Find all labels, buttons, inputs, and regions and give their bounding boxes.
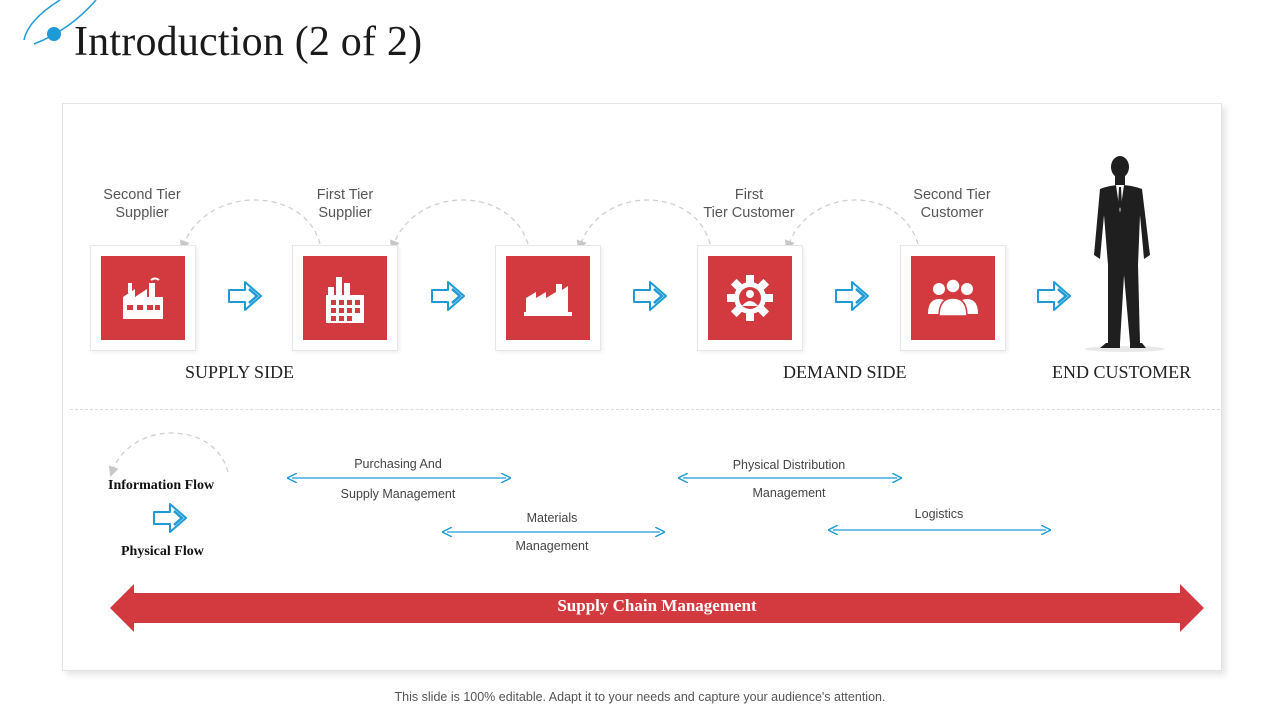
stage-second-tier-supplier — [90, 245, 196, 351]
flow-purchasing-line1: Purchasing And — [354, 457, 442, 471]
stage-tile — [506, 256, 590, 340]
legend-physical-flow: Physical Flow — [121, 544, 204, 559]
footer-note: This slide is 100% editable. Adapt it to… — [394, 690, 886, 704]
label-first-tier-supplier: First Tier Supplier — [316, 187, 374, 221]
stage-tile — [303, 256, 387, 340]
businessman-icon — [1085, 156, 1165, 352]
diagram-panel — [62, 103, 1222, 671]
arrow-right-icon — [633, 281, 667, 311]
demand-side-label: DEMAND SIDE — [783, 362, 907, 382]
factory-icon — [123, 277, 163, 319]
flow-logistics: Logistics — [914, 507, 964, 521]
arrow-right-icon — [153, 503, 187, 533]
end-customer-label: END CUSTOMER — [1052, 362, 1192, 382]
industry-icon — [524, 284, 572, 316]
stage-manufacturer — [495, 245, 601, 351]
stage-tile — [101, 256, 185, 340]
label-second-tier-supplier: Second Tier Supplier — [103, 187, 181, 221]
arrow-right-icon — [835, 281, 869, 311]
stage-first-tier-customer — [697, 245, 803, 351]
flow-materials-line1: Materials — [526, 511, 578, 525]
stage-second-tier-customer — [900, 245, 1006, 351]
stage-tile — [708, 256, 792, 340]
flow-distribution-line2: Management — [752, 486, 826, 500]
supply-chain-banner-label: Supply Chain Management — [557, 596, 757, 615]
stage-first-tier-supplier — [292, 245, 398, 351]
flow-materials-line2: Management — [515, 539, 589, 553]
supply-chain-banner-arrow — [110, 584, 1204, 632]
stage-tile — [911, 256, 995, 340]
arrow-right-icon — [431, 281, 465, 311]
supply-side-label: SUPPLY SIDE — [185, 362, 295, 382]
flow-distribution-line1: Physical Distribution — [732, 458, 846, 472]
flow-purchasing-line2: Supply Management — [340, 487, 456, 501]
arrow-right-icon — [228, 281, 262, 311]
arrow-right-icon — [1037, 281, 1071, 311]
label-second-tier-customer: Second Tier Customer — [913, 187, 991, 221]
section-divider — [70, 409, 1220, 410]
group-icon — [928, 278, 978, 317]
logo-decoration — [23, 0, 97, 45]
building-icon — [326, 277, 364, 323]
page-title: Introduction (2 of 2) — [74, 19, 423, 65]
label-first-tier-customer: First Tier Customer — [703, 187, 795, 221]
gear-person-icon — [727, 275, 773, 321]
legend-information-flow: Information Flow — [108, 478, 215, 493]
